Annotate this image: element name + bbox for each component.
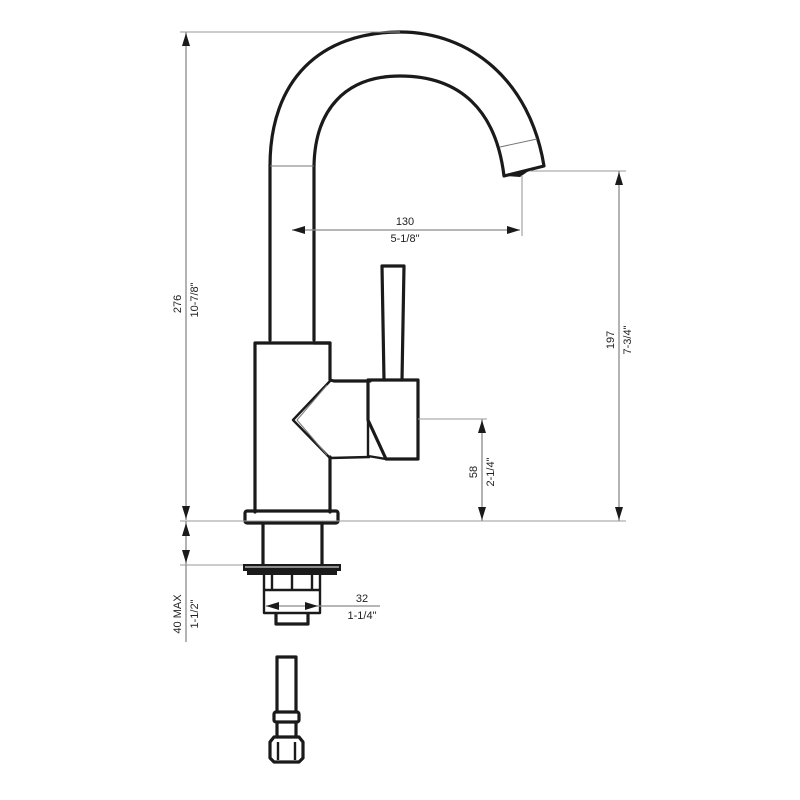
shank-diameter-metric: 32 <box>356 593 368 605</box>
faucet-body <box>253 341 372 514</box>
spout-reach-metric: 130 <box>396 216 414 228</box>
deck-thickness-imperial: 1-1/2" <box>189 599 201 628</box>
faucet-outline <box>243 30 546 764</box>
deck-thickness-metric: 40 MAX <box>172 594 184 634</box>
shank-lower <box>262 590 322 615</box>
dimension-lines <box>180 31 626 642</box>
spout-height-imperial: 7-3/4" <box>622 325 634 354</box>
handle-height-imperial: 2-1/4" <box>485 457 497 486</box>
supply-hose <box>275 655 298 714</box>
cartridge-housing <box>366 378 420 461</box>
shank <box>261 521 324 567</box>
overall-height-metric: 276 <box>172 295 184 313</box>
valve-cone <box>291 380 371 460</box>
hose-ferrule <box>272 710 301 724</box>
spout-tip-seam <box>499 138 538 148</box>
dimension-labels: 276 10-7/8" 130 5-1/8" 197 7-3/4" 58 2-1… <box>172 216 634 634</box>
hose-nut <box>268 735 305 764</box>
handle-height-metric: 58 <box>468 466 480 478</box>
shank-diameter-imperial: 1-1/4" <box>348 610 377 622</box>
lever-handle <box>380 264 406 382</box>
hex-nut <box>262 575 322 592</box>
spout-reach-imperial: 5-1/8" <box>391 233 420 245</box>
spout-height-metric: 197 <box>605 331 617 349</box>
aerator <box>506 170 530 177</box>
hose-stub <box>274 612 310 626</box>
base-plate <box>243 509 340 525</box>
spout-outer-arc <box>268 30 546 342</box>
overall-height-imperial: 10-7/8" <box>189 282 201 317</box>
